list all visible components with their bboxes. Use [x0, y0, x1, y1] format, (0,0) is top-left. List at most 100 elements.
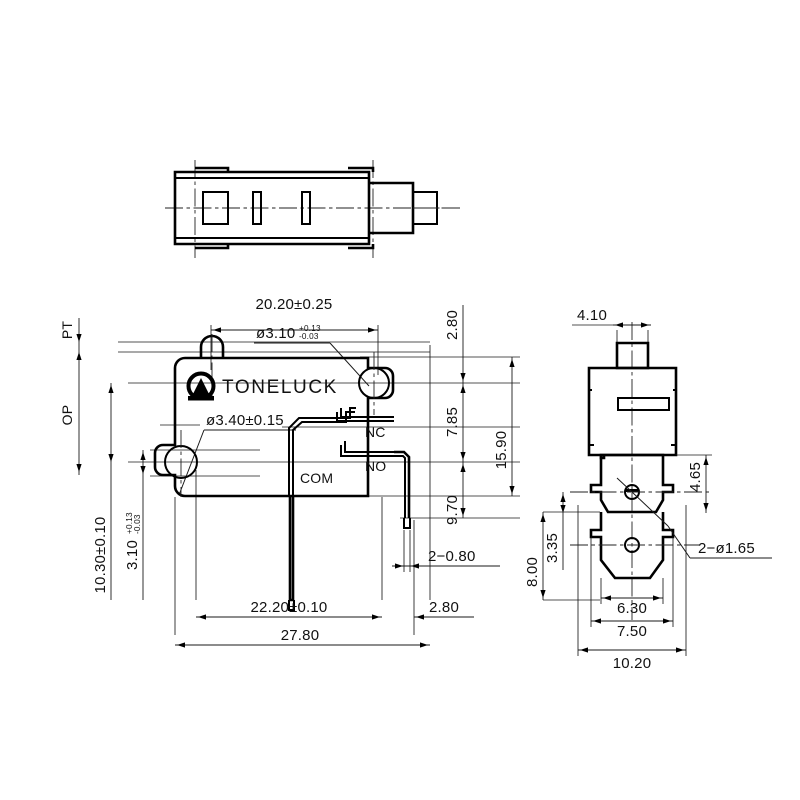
callout-hole-3-10: ø3.10 +0.13 -0.03 — [254, 324, 370, 387]
dim-10-20-arrow-right — [676, 647, 684, 653]
dim-3-10-value: 3.10 — [124, 540, 141, 570]
dim-10-30-arrow-top — [108, 385, 114, 393]
dim-top-2-80-text: 2.80 — [444, 310, 461, 340]
dim-27-80-arrow-right — [420, 642, 428, 648]
side-body-slot — [617, 397, 670, 411]
top-view-terminal-slot-com — [202, 191, 229, 225]
dim-bottom-2-80-text: 2.80 — [429, 599, 459, 616]
top-view-step-right-bottom — [348, 244, 375, 250]
callout-pin-thickness: 2−0.80 — [392, 530, 500, 572]
terminal-blade-com — [292, 411, 355, 496]
callout-3-40-text: ø3.40±0.15 — [206, 412, 284, 429]
top-view-step-left-bottom — [195, 244, 230, 250]
dim-10-20-arrow-left — [580, 647, 588, 653]
dim-20-20-text: 20.20±0.25 — [256, 296, 333, 313]
callout-hole-3-40: ø3.40±0.15 — [178, 412, 296, 496]
dim-27-80-arrow-left — [177, 642, 185, 648]
side-lower-terminal — [589, 512, 675, 580]
terminal-blade-nc — [336, 412, 394, 422]
dim-bottom-2-80-arrow — [416, 614, 424, 620]
dim-27-80-text: 27.80 — [281, 627, 320, 644]
dim-3-10-tol-plus: +0.13 — [125, 512, 134, 534]
dim-22-20-text: 22.20±0.10 — [251, 599, 328, 616]
dim-7-50-arrow-right — [663, 618, 671, 624]
dim-6-30-arrow-left — [603, 595, 611, 601]
callout-3-10-tol-minus: -0.03 — [299, 332, 319, 341]
dim-7-85-text: 7.85 — [444, 407, 461, 437]
callout-3-40-leader — [178, 429, 205, 496]
dim-20-20-arrow-left — [213, 327, 221, 333]
callout-3-10-tol-plus: +0.13 — [299, 324, 321, 333]
dim-4-65-arrow-bottom — [703, 503, 709, 511]
dim-6-30-text: 6.30 — [617, 600, 647, 617]
top-view-step-left — [195, 166, 230, 172]
dim-3-10-tol-minus: -0.03 — [133, 514, 142, 534]
pin-no-tip — [403, 518, 411, 529]
dim-3-35-arrow-top — [560, 494, 566, 502]
dim-7-50-text: 7.50 — [617, 623, 647, 640]
dim-6-30-arrow-right — [653, 595, 661, 601]
dim-22-20-arrow-left — [198, 614, 206, 620]
dim-4-10-arrow-left — [615, 322, 623, 328]
dim-3-35-text: 3.35 — [544, 533, 561, 563]
dim-pin-thickness-arrow-left — [395, 563, 403, 569]
front-view: PT OP 10.30±0.10 3.10 +0.13 -0.03 20.20±… — [59, 296, 520, 648]
top-view — [165, 160, 460, 258]
top-view-terminal-slot-no — [301, 191, 311, 225]
dim-15-90-arrow-top — [509, 359, 515, 367]
dim-10-30-arrow-bottom — [108, 454, 114, 462]
dim-22-20-arrow-right — [372, 614, 380, 620]
top-view-body-outline — [173, 170, 371, 246]
op-label: OP — [59, 405, 75, 426]
brand-wordmark: TONELUCK — [222, 377, 338, 398]
op-arrow-down — [76, 464, 82, 472]
callout-3-10-value: ø3.10 — [256, 325, 295, 342]
callout-side-holes-text: 2−ø1.65 — [698, 540, 755, 557]
dim-10-20-text: 10.20 — [613, 655, 652, 672]
pin-com-tip — [288, 600, 295, 611]
dim-4-65-text: 4.65 — [687, 462, 704, 492]
dim-3-35-arrow-bottom — [560, 505, 566, 513]
switch-body-outline — [153, 356, 395, 498]
terminal-blade-com-inner — [288, 407, 356, 496]
pt-arrow-down — [76, 334, 82, 342]
dim-8-00-arrow-top — [540, 514, 546, 522]
dim-8-00-arrow-bottom — [540, 590, 546, 598]
terminal-label-no: NO — [365, 458, 386, 474]
dim-top-2-80-arrow — [460, 373, 466, 381]
top-view-terminal-slot-nc — [252, 191, 262, 225]
dim-15-90-arrow-bottom — [509, 486, 515, 494]
pin-no-inner — [394, 455, 406, 518]
dim-20-20-arrow-right — [368, 327, 376, 333]
pin-com — [288, 496, 295, 602]
op-arrow-up — [76, 352, 82, 360]
terminal-label-nc: NC — [365, 424, 386, 440]
dim-7-85-arrow-bottom — [460, 452, 466, 460]
dim-pin-thickness-arrow-right — [411, 563, 419, 569]
terminal-blade-no-top — [344, 441, 399, 453]
side-upper-terminal — [589, 453, 675, 514]
dim-15-90-text: 15.90 — [493, 431, 510, 470]
dim-pin-thickness-text: 2−0.80 — [428, 548, 476, 565]
top-view-step-right — [348, 166, 375, 172]
dim-8-00-text: 8.00 — [524, 557, 541, 587]
terminal-blade-no — [340, 445, 399, 457]
dim-10-30-text: 10.30±0.10 — [92, 517, 109, 594]
dim-9-70-text: 9.70 — [444, 495, 461, 525]
side-view: 4.10 2−ø1.65 — [524, 307, 772, 672]
pt-label: PT — [59, 321, 75, 340]
callout-holes-leader-mid — [631, 491, 669, 527]
terminal-label-com: COM — [300, 470, 333, 486]
callout-3-10-leader — [329, 342, 370, 387]
callout-holes-leader-upper — [616, 477, 633, 493]
dim-4-10-text: 4.10 — [577, 307, 607, 324]
dim-9-70-arrow-top — [460, 464, 466, 472]
dim-7-50-arrow-left — [593, 618, 601, 624]
dim-3-10-arrow-bottom — [140, 466, 146, 474]
dim-3-10-text-group: 3.10 +0.13 -0.03 — [124, 512, 142, 570]
terminal-blade-nc-top — [340, 408, 394, 418]
dim-4-10-arrow-right — [641, 322, 649, 328]
